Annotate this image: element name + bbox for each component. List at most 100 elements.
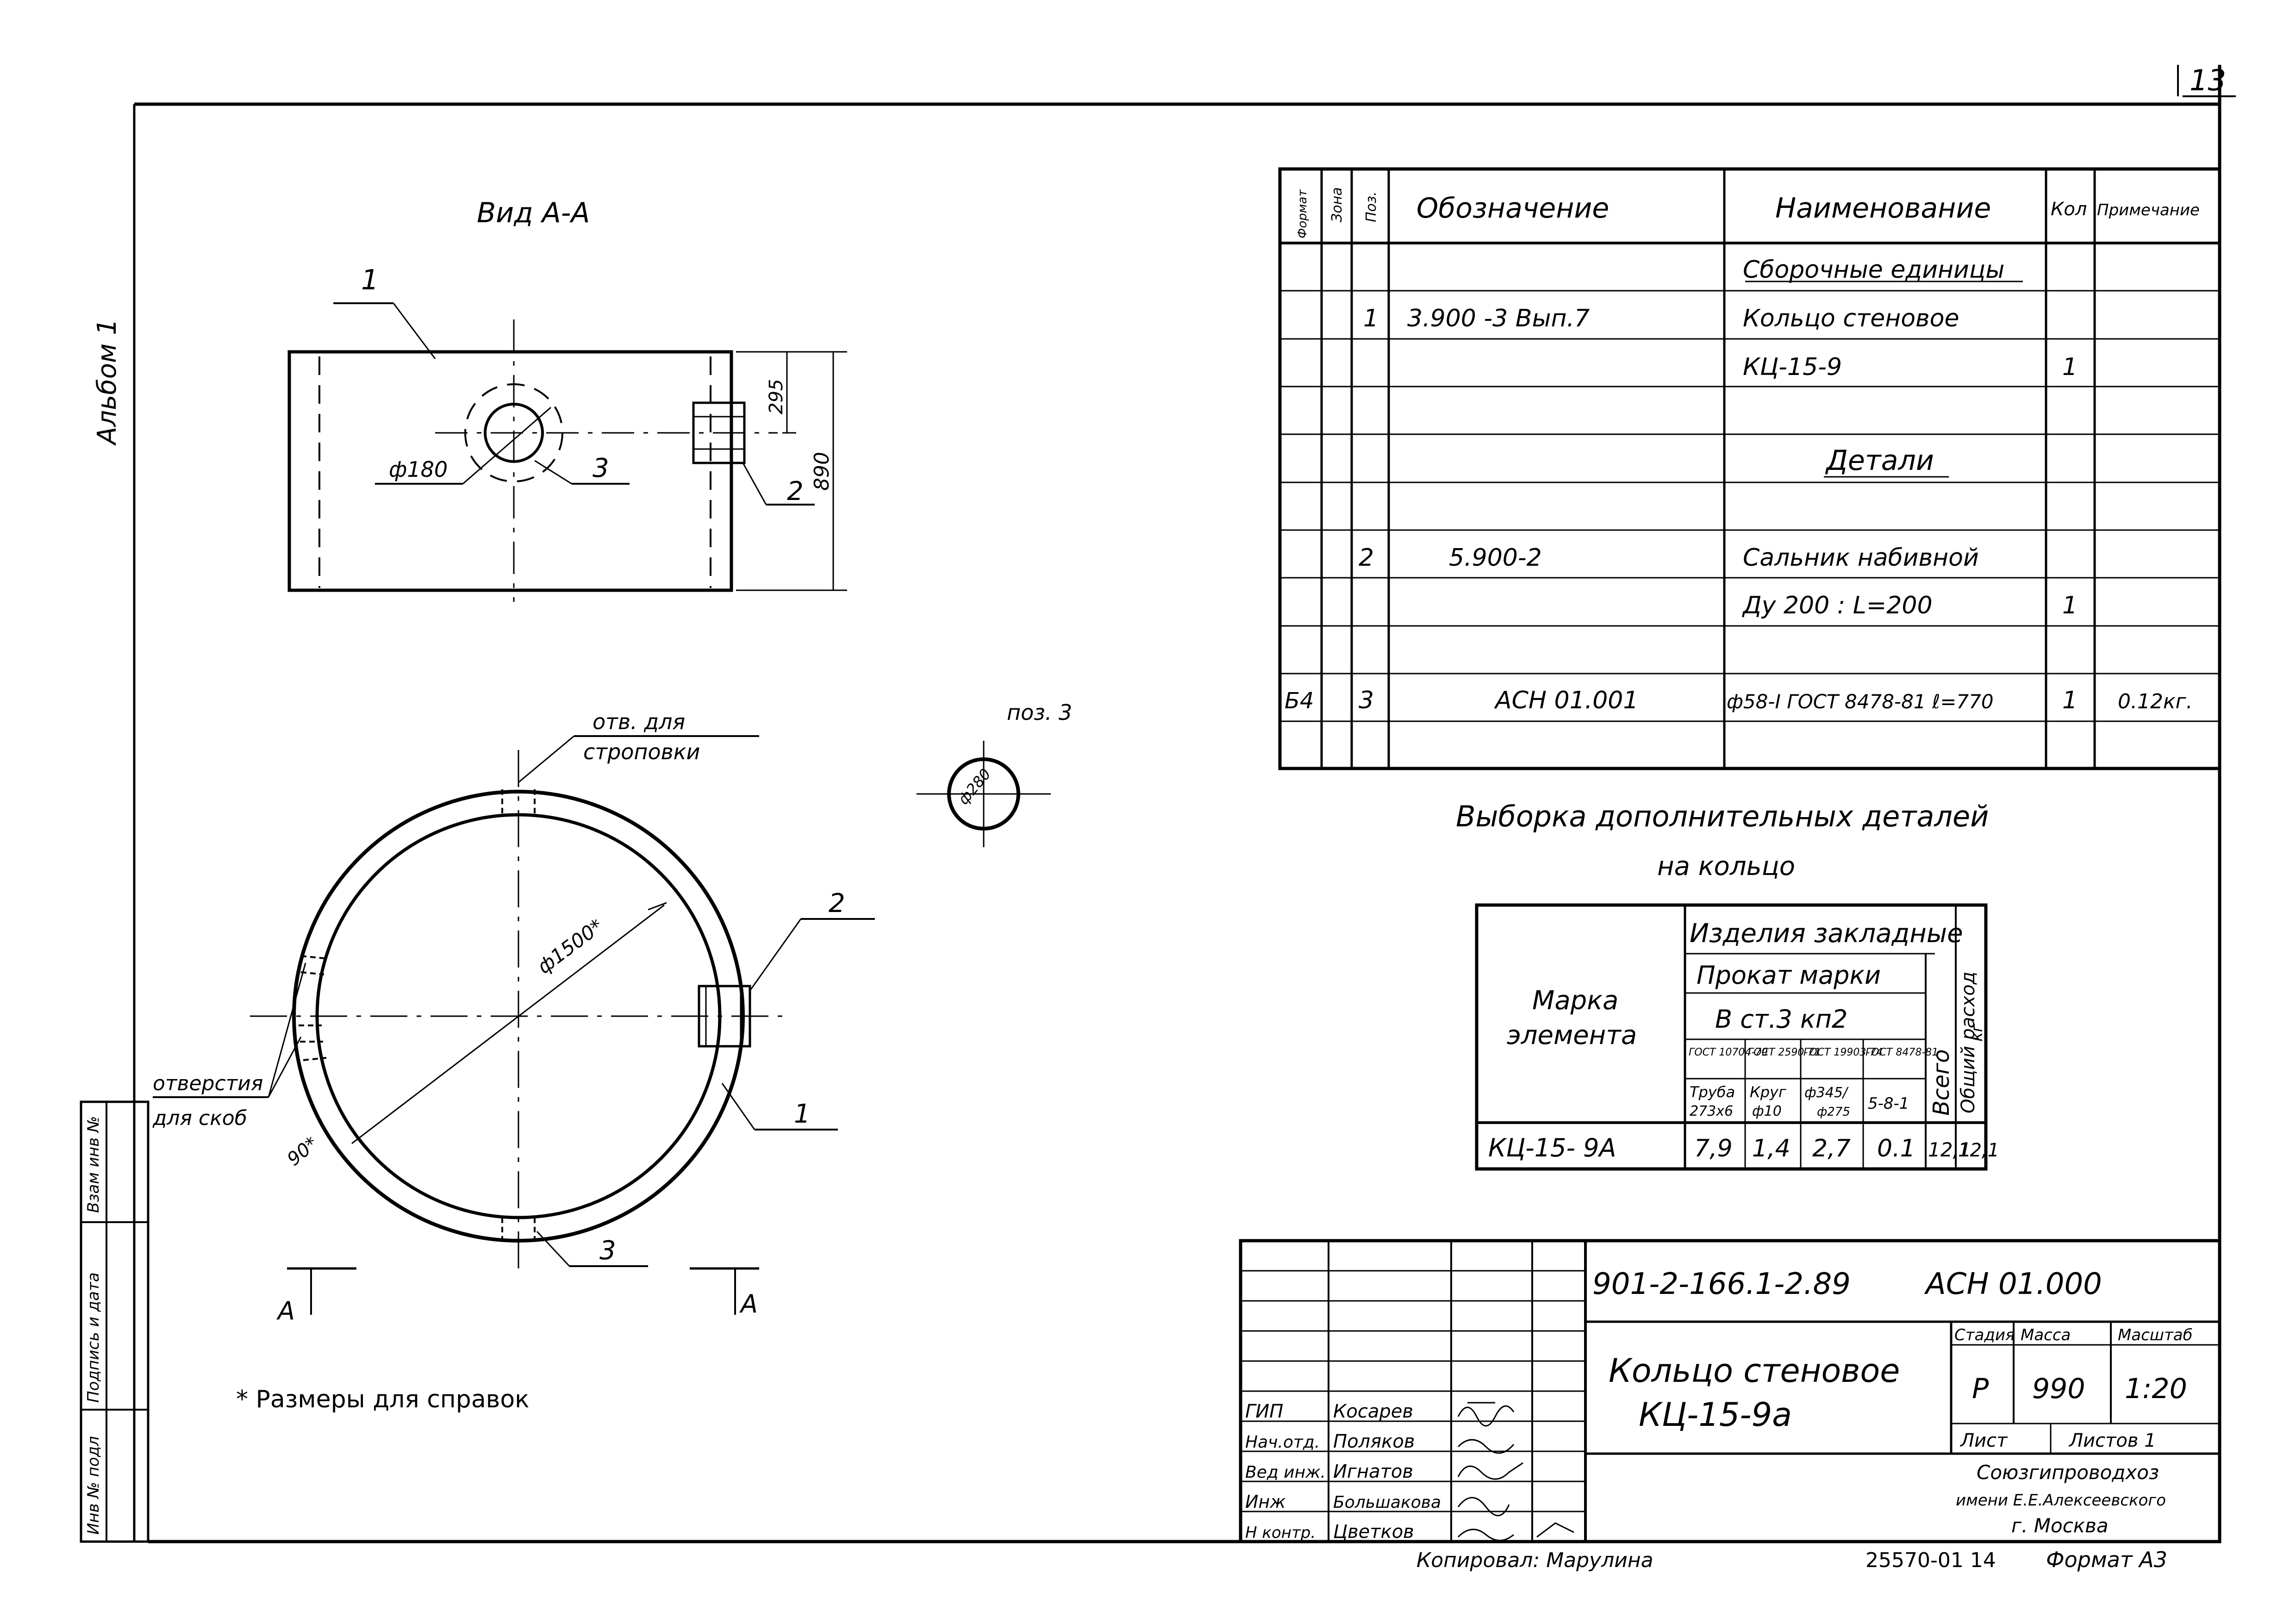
spec-row6-name: Сальник набивной [1743,544,1979,572]
staff-name-control: Цветков [1333,1521,1414,1543]
staff-role-gip: ГИП [1245,1401,1283,1422]
view-a-dim-295: 295 [766,379,787,414]
selection-unit: кг [1968,1023,1986,1042]
selection-gost-3: ГОСТ 19903-74 [1803,1047,1883,1058]
plan-hole-label-1: отв. для [593,709,685,734]
spec-row7-qty: 1 [2062,592,2078,619]
spec-header-zone: Зона [1329,187,1345,222]
selection-val-bar: 1,4 [1752,1135,1791,1162]
selection-item-bar: Круг [1750,1083,1786,1101]
plan-holes-label-1: отверстия [153,1072,263,1095]
title-scale-label: Масштаб [2118,1326,2193,1344]
staff-role-lead: Вед инж. [1245,1463,1326,1482]
title-name-1: Кольцо стеновое [1609,1352,1900,1390]
spec-row9-pos: 3 [1359,687,1374,714]
spec-row1-name: Кольцо стеновое [1743,305,1959,332]
spec-row6-code: 5.900-2 [1449,544,1542,572]
view-a-pos2: 2 [787,476,804,506]
selection-val-pipe: 7,9 [1694,1135,1733,1162]
selection-item-pipe: Труба [1690,1083,1735,1101]
title-org-3: г. Москва [2011,1514,2109,1537]
section-mark-left: А [276,1296,295,1325]
selection-val-strip: 0.1 [1877,1135,1915,1162]
title-org-2: имени Е.Е.Алексеевского [1956,1491,2166,1510]
selection-total: Всего [1928,1049,1954,1116]
pos3-detail-dim: ф280 [955,765,994,808]
view-a-dim-180: ф180 [389,457,448,482]
sheet-number: 13 [2190,63,2226,97]
selection-title-2: на кольцо [1657,851,1795,881]
selection-gost-2: ГОСТ 2590-71 [1748,1047,1821,1058]
spec-row9-note: 0.12кг. [2118,690,2193,713]
title-scale: 1:20 [2125,1373,2187,1405]
staff-role-head: Нач.отд. [1245,1433,1320,1452]
title-stage-label: Стадия [1954,1326,2015,1344]
title-mass: 990 [2032,1373,2085,1405]
selection-title-1: Выборка дополнительных деталей [1456,800,1989,833]
staff-role-eng: Инж [1245,1492,1286,1512]
spec-row9-code: АСН 01.001 [1494,687,1638,714]
selection-val-total: 12,1 [1928,1138,1972,1161]
spec-row1-pos: 1 [1363,305,1379,332]
title-mass-label: Масса [2021,1326,2071,1344]
sheet-format: Формат А3 [2046,1547,2167,1572]
signatures [1457,1402,1574,1541]
title-org-1: Союзгипроводхоз [1977,1461,2159,1484]
archive-number: 25570-01 14 [1866,1549,1996,1572]
spec-row-assembly-units: Сборочные единицы [1743,256,2004,284]
selection-gost-4: ГОСТ 8478-81 [1866,1047,1938,1058]
title-doc: АСН 01.000 [1924,1267,2102,1301]
plan-angle-90: 90* [283,1133,322,1170]
spec-header-note: Примечание [2097,201,2200,219]
selection-val-sheet: 2,7 [1812,1135,1851,1162]
selection-item-pipe-size: 273х6 [1690,1103,1733,1119]
view-a-dim-890: 890 [810,452,834,491]
spec-row9-name: ф58-I ГОСТ 8478-81 ℓ=770 [1727,690,1994,713]
spec-row1-code: 3.900 -3 Вып.7 [1407,305,1590,332]
view-a-title: Вид А-А [477,197,590,229]
spec-row2-name: КЦ-15-9 [1743,353,1842,381]
view-a-pos3: 3 [593,453,609,483]
selection-overall: Общий расход [1958,972,1979,1113]
plan-pos1: 1 [794,1099,811,1129]
selection-steel: В ст.3 кп2 [1715,1005,1847,1034]
plan-dim-1500: ф1500* [533,914,607,978]
staff-name-eng: Большакова [1333,1493,1441,1512]
staff-name-head: Поляков [1333,1431,1415,1452]
spec-row7-name: Ду 200 : L=200 [1742,592,1933,619]
album-label: Альбом 1 [92,319,122,446]
selection-embedded: Изделия закладные [1690,918,1963,949]
pos3-detail-label: поз. 3 [1007,700,1072,725]
selection-row-mark: КЦ-15- 9А [1488,1133,1616,1162]
spec-header-designation: Обозначение [1416,192,1609,225]
selection-mark-header-2: элемента [1507,1020,1637,1050]
title-name-2: КЦ-15-9а [1639,1396,1792,1434]
staff-name-lead: Игнатов [1333,1461,1413,1482]
section-mark-right: А [739,1289,758,1318]
stamp-inv-orig: Инв № подл [84,1436,103,1535]
selection-rolled: Прокат марки [1697,961,1881,990]
spec-row9-qty: 1 [2062,687,2078,714]
title-code: 901-2-166.1-2.89 [1592,1267,1851,1301]
copied-by: Копировал: Марулина [1416,1549,1653,1572]
spec-row-details: Детали [1825,444,1934,477]
stamp-replace-inv: Взам инв № [84,1116,103,1213]
spec-header-format: Формат [1296,189,1310,238]
selection-gost-1: ГОСТ 10704-79 [1689,1047,1768,1058]
title-sheet-label: Лист [1959,1430,2008,1451]
plan-holes-label-2: для скоб [152,1106,247,1130]
selection-mark-header-1: Марка [1532,986,1618,1016]
spec-header-qty: Кол [2051,199,2087,220]
spec-header-pos: Поз. [1363,192,1379,222]
view-a-pos1: 1 [361,264,379,296]
selection-val-overall: 12,1 [1958,1140,1999,1161]
plan-pos2: 2 [829,888,845,918]
title-stage: Р [1972,1373,1989,1405]
spec-row2-qty: 1 [2062,353,2078,381]
selection-item-strip: 5-8-1 [1868,1094,1909,1113]
staff-role-control: Н контр. [1245,1524,1316,1542]
staff-name-gip: Косарев [1333,1401,1413,1422]
spec-row9-format: Б4 [1285,688,1314,714]
plan-pos3: 3 [599,1236,616,1266]
